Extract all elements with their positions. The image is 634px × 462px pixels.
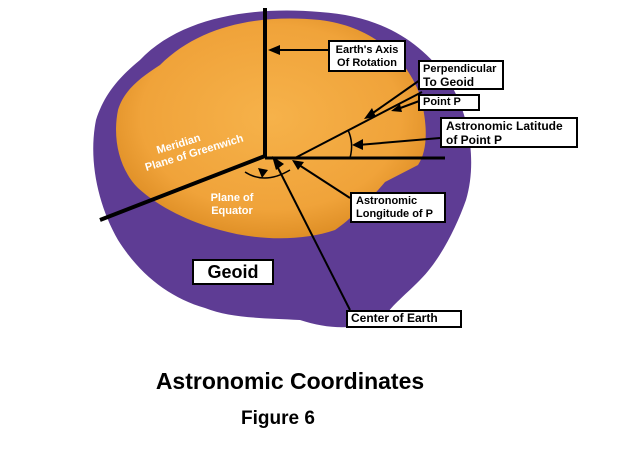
figure-title: Astronomic Coordinates	[155, 368, 425, 394]
longitude-label: Astronomic Longitude of P	[350, 192, 446, 223]
figure-number: Figure 6	[241, 408, 315, 429]
center-of-earth-text: Center of Earth	[351, 311, 438, 325]
axis-label-line2: Of Rotation	[337, 56, 397, 69]
latitude-arc	[347, 129, 353, 159]
leader-lines	[272, 49, 441, 311]
perpendicular-label-line1: Perpendicular	[423, 63, 497, 75]
point-p-text: Point P	[423, 96, 461, 108]
meridian-plane-line	[99, 154, 266, 222]
perpendicular-line	[294, 91, 423, 159]
arrow-heads	[258, 45, 402, 178]
equator-label: Plane of Equator	[206, 192, 258, 217]
latitude-label-line1: Astronomic Latitude	[446, 119, 563, 133]
perpendicular-label: Perpendicular To Geoid	[418, 60, 504, 90]
axis-label: Earth's Axis Of Rotation	[328, 40, 406, 72]
axis-label-line1: Earth's Axis	[335, 44, 399, 56]
longitude-label-line2: Longitude of P	[356, 207, 433, 220]
equator-label-line2: Equator	[211, 204, 253, 217]
geoid-label: Geoid	[192, 259, 274, 285]
point-p-label: Point P	[418, 94, 480, 111]
longitude-arc	[244, 169, 291, 179]
perpendicular-label-line2: To Geoid	[423, 74, 475, 89]
geoid-text: Geoid	[207, 262, 259, 282]
longitude-label-line1: Astronomic	[356, 195, 418, 207]
latitude-label: Astronomic Latitude of Point P	[440, 117, 578, 148]
center-of-earth-label: Center of Earth	[346, 310, 462, 328]
latitude-label-line2: of Point P	[446, 132, 502, 147]
equator-label-line1: Plane of	[210, 192, 254, 204]
